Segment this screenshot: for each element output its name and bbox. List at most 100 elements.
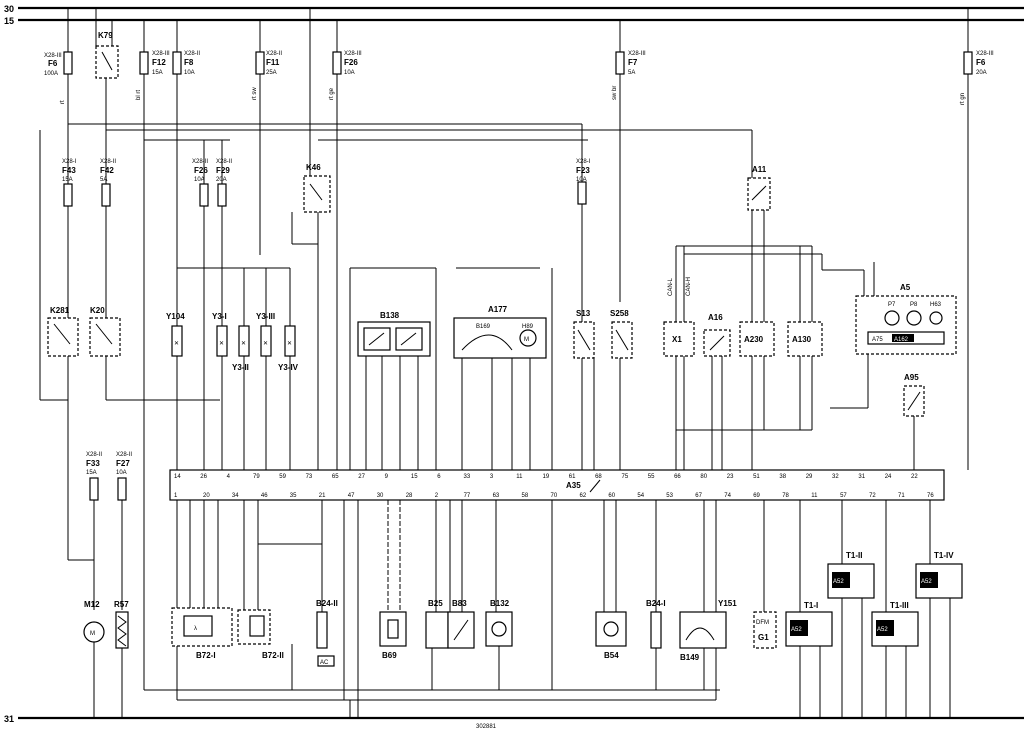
svg-text:F11: F11 (266, 58, 280, 67)
injector-y3-i: ✕ Y3-I (212, 268, 228, 470)
relay-k20: K20 (89, 306, 220, 401)
svg-text:X28-III: X28-III (976, 51, 994, 57)
svg-text:A52: A52 (791, 627, 802, 633)
svg-text:5A: 5A (100, 177, 107, 183)
svg-text:rt gn: rt gn (960, 93, 966, 105)
sensor-a95: A95 (903, 373, 925, 470)
injector-y3-ii: ✕ Y3-II (232, 268, 250, 470)
svg-text:A162: A162 (894, 337, 909, 343)
svg-text:H89: H89 (522, 324, 534, 330)
coil-t1-iv: A52 T1-IV (915, 500, 963, 718)
svg-text:5A: 5A (628, 70, 635, 76)
svg-text:B72-II: B72-II (262, 651, 284, 660)
svg-text:10A: 10A (344, 70, 355, 76)
svg-text:F26: F26 (194, 166, 208, 175)
svg-text:10A: 10A (184, 70, 195, 76)
ecu-top-pin: 27 (358, 474, 365, 480)
svg-text:B54: B54 (604, 651, 619, 660)
svg-text:X28-II: X28-II (216, 159, 232, 165)
svg-text:B83: B83 (452, 599, 467, 608)
ecu-top-pin: 32 (832, 474, 839, 480)
svg-text:F26: F26 (344, 58, 358, 67)
fuse-f11: X28-II F11 25A rt sw (252, 20, 282, 255)
ecu-top-pin: 11 (516, 474, 523, 480)
svg-text:X28-I: X28-I (62, 159, 77, 165)
svg-text:Y151: Y151 (718, 599, 737, 608)
sensor-b149: B149 (679, 500, 727, 690)
ecu-top-pin: 73 (306, 474, 313, 480)
ecu-bottom-pin: 67 (695, 493, 702, 499)
coil-t1-i: A52 T1-I (785, 500, 833, 718)
svg-text:K281: K281 (50, 306, 70, 315)
ecu-bottom-pin: 72 (869, 493, 876, 499)
ecu-bottom-pin: 78 (782, 493, 789, 499)
svg-text:T1-IV: T1-IV (934, 551, 954, 560)
ecu-bottom-pin: 2 (435, 493, 439, 499)
svg-text:B25: B25 (428, 599, 443, 608)
ecu-bottom-pin: 74 (724, 493, 731, 499)
ecu-bottom-pin: 54 (637, 493, 644, 499)
ecu-bottom-pin: 35 (290, 493, 297, 499)
injector-y3-iv: ✕ Y3-IV (278, 268, 299, 470)
svg-text:X28-III: X28-III (152, 51, 170, 57)
svg-text:A75: A75 (872, 337, 883, 343)
ecu-top-pin: 33 (464, 474, 471, 480)
sensor-b54: B54 (595, 500, 627, 660)
sensor-b24-ii: B24-II AC (316, 500, 359, 718)
svg-text:B69: B69 (382, 651, 397, 660)
fuse-f27: X28-II F27 10A (116, 452, 132, 610)
drawing-number: 302881 (476, 724, 497, 730)
svg-text:A95: A95 (904, 373, 919, 382)
module-a177: A177 B169 M H89 (453, 267, 553, 470)
svg-text:Y3-III: Y3-III (256, 312, 275, 321)
ecu-bottom-pin: 60 (608, 493, 615, 499)
svg-text:F33: F33 (86, 459, 100, 468)
svg-text:A130: A130 (792, 335, 812, 344)
svg-text:M: M (90, 631, 95, 637)
svg-text:X28-II: X28-II (86, 452, 102, 458)
ecu-top-pin: 80 (700, 474, 707, 480)
svg-text:15A: 15A (62, 177, 73, 183)
coil-t1-iii: A52 T1-III (871, 500, 919, 718)
ecu-top-pin: 68 (595, 474, 602, 480)
resistor-r57: R57 (114, 600, 129, 718)
motor-m12: M M12 (83, 600, 105, 718)
fuse-f26-mid: X28-II F26 10A (144, 139, 230, 470)
svg-text:F23: F23 (576, 166, 590, 175)
sensor-b83: B83 (447, 500, 475, 649)
relay-k281: K281 (47, 306, 79, 560)
svg-text:X28-III: X28-III (344, 51, 362, 57)
svg-text:rt: rt (60, 100, 66, 104)
svg-text:R57: R57 (114, 600, 129, 609)
svg-text:A35: A35 (566, 481, 581, 490)
fuse-f7: X28-III F7 5A sw br (612, 20, 646, 302)
rail-30-label: 30 (4, 4, 14, 14)
fuse-f6-20a: X28-III F6 20A rt gn (960, 8, 994, 470)
svg-text:✕: ✕ (241, 341, 246, 347)
svg-text:A5: A5 (900, 283, 911, 292)
svg-text:X28-I: X28-I (576, 159, 591, 165)
svg-text:A52: A52 (921, 579, 932, 585)
svg-text:F43: F43 (62, 166, 76, 175)
svg-text:Y104: Y104 (166, 312, 185, 321)
coil-t1-ii: A52 T1-II (827, 500, 875, 718)
ecu-bottom-pin: 62 (580, 493, 587, 499)
svg-text:M12: M12 (84, 600, 100, 609)
module-a11: A11 (747, 165, 771, 254)
svg-text:10A: 10A (576, 177, 587, 183)
svg-text:✕: ✕ (219, 341, 224, 347)
svg-text:Y3-I: Y3-I (212, 312, 227, 321)
ecu-bottom-pin: 28 (406, 493, 413, 499)
switch-s13: S13 (573, 309, 595, 470)
svg-text:rt ge: rt ge (329, 87, 335, 100)
ecu-bottom-pin: 34 (232, 493, 239, 499)
module-a5: A5 P7 P8 H63 A75 A162 (821, 254, 957, 409)
ecu-top-pin: 23 (727, 474, 734, 480)
svg-text:F27: F27 (116, 459, 130, 468)
svg-text:G1: G1 (758, 633, 769, 642)
connector-x1: X1 CAN-L CAN-H (663, 246, 695, 470)
svg-text:T1-II: T1-II (846, 551, 862, 560)
sensor-b72-ii: B72-II (237, 500, 322, 690)
